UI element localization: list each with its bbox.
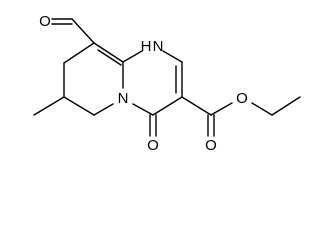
bond-o-ethyl-ch2 xyxy=(251,102,273,116)
bond-c9-c8 xyxy=(63,42,95,64)
atom-bridge-nitrogen: N xyxy=(118,90,129,107)
bond-c6-n5 xyxy=(93,103,114,116)
bond-formyl-c-h xyxy=(71,18,95,44)
bonds xyxy=(33,18,301,137)
bond-c9a-n1 xyxy=(122,50,143,63)
bond-c9-c9a-double xyxy=(97,49,122,66)
atom-ester-ether-oxygen: O xyxy=(236,90,248,107)
bond-c3-ester-c xyxy=(181,96,212,116)
bond-c3-c4 xyxy=(152,96,183,116)
chemical-structure-diagram: O H N N O O O xyxy=(33,13,301,154)
bond-c9-c9a xyxy=(93,42,124,63)
atom-labels: O H N N O O O xyxy=(39,13,248,154)
atom-ring-nh-h: H xyxy=(141,38,152,55)
bond-c7-c6 xyxy=(63,96,95,116)
atom-formyl-oxygen: O xyxy=(39,13,51,30)
atom-ring-nh-n: N xyxy=(153,38,164,55)
atom-ester-carbonyl-oxygen: O xyxy=(205,137,217,154)
bond-c4-n5 xyxy=(132,103,154,116)
atom-ketone-oxygen: O xyxy=(147,137,159,154)
bond-n1-c2 xyxy=(162,50,183,63)
bond-ester-c-o-ether xyxy=(210,102,233,116)
bond-ethyl-ch2-ch3 xyxy=(271,96,301,116)
bond-c7-methyl xyxy=(33,96,65,116)
